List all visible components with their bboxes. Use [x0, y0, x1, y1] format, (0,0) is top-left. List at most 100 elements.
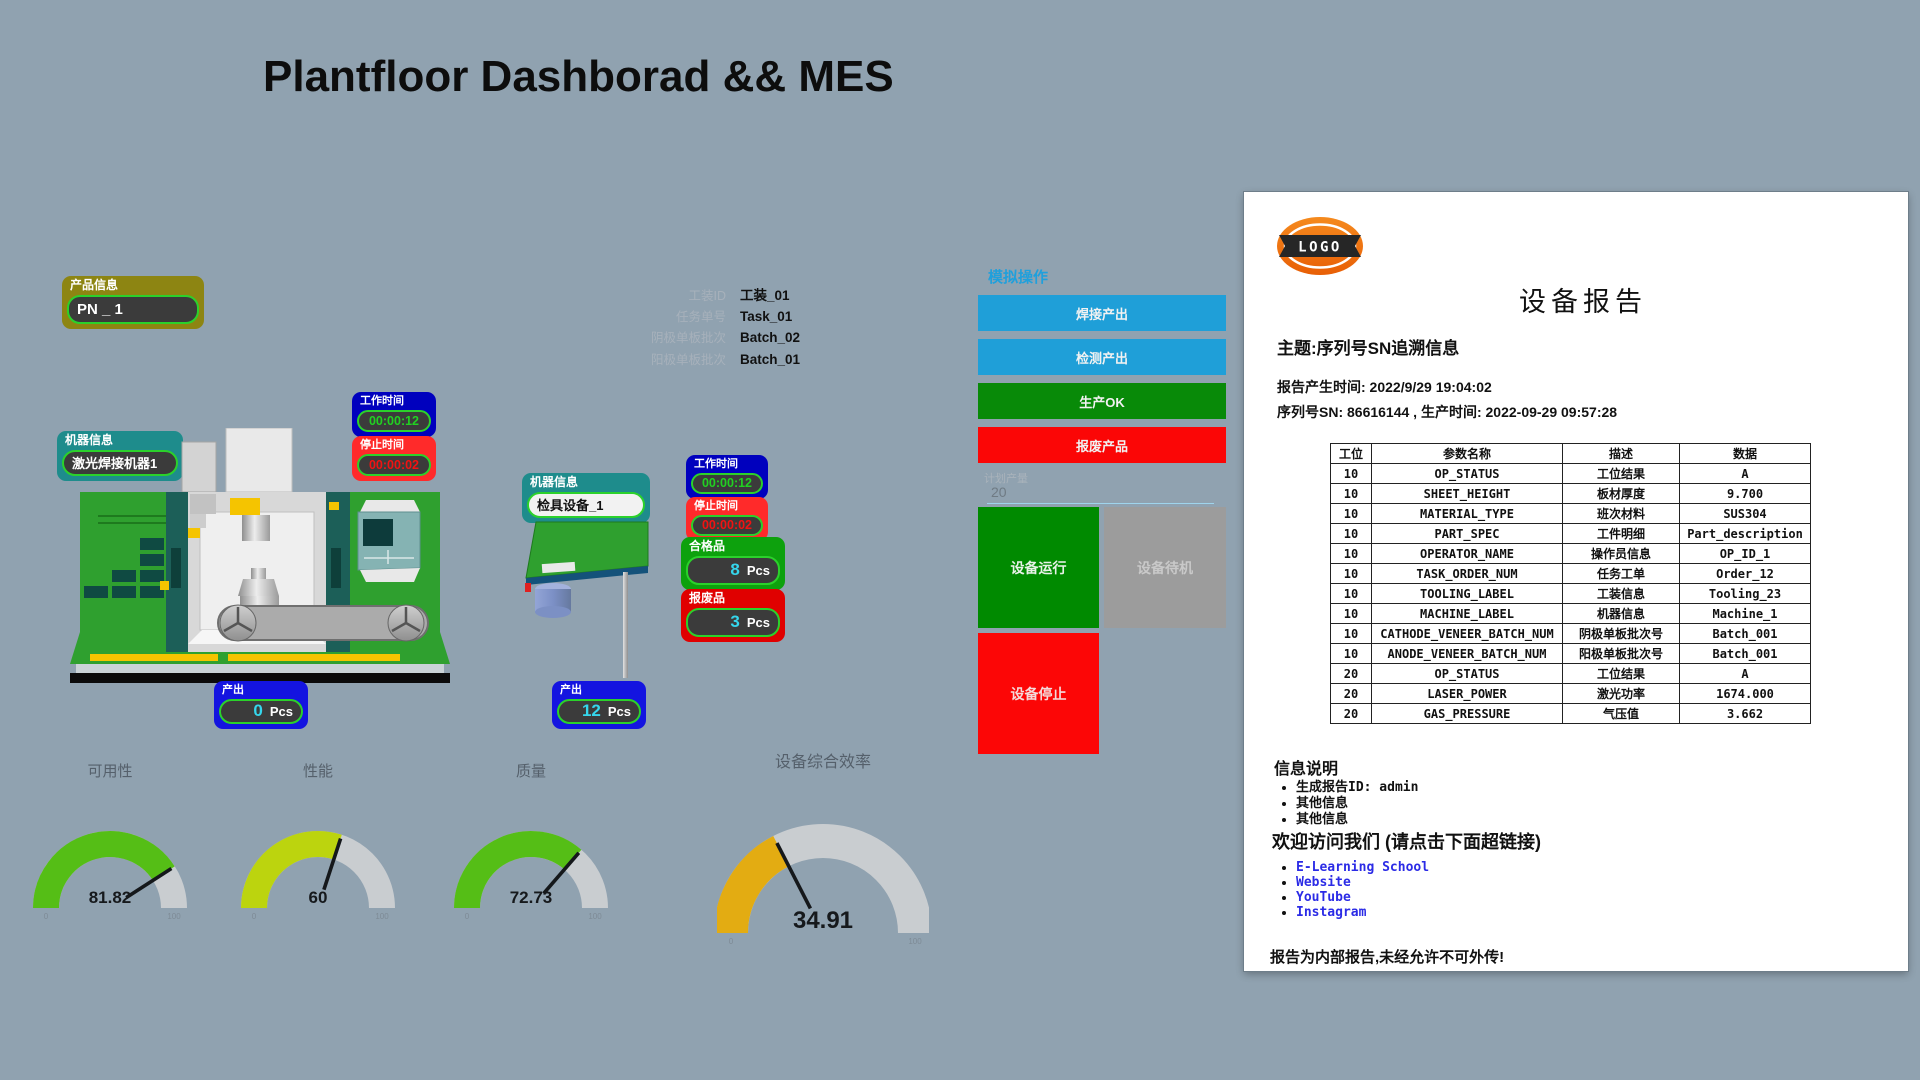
- report-table-cell: Order_12: [1679, 563, 1811, 584]
- report-table-cell: Tooling_23: [1679, 583, 1811, 604]
- machine2-info-label: 机器信息: [530, 475, 579, 489]
- report-table-cell: Batch_001: [1679, 643, 1811, 664]
- plan-quantity-underline: [987, 503, 1214, 504]
- machine2-output-number: 12: [581, 701, 601, 721]
- plan-quantity-label: 计划产量: [984, 473, 1028, 485]
- report-table-cell: 10: [1330, 563, 1372, 584]
- task-info-row-1: 工装ID 工装_01: [628, 284, 868, 306]
- report-table-cell: Batch_001: [1679, 623, 1811, 644]
- product-info-label: 产品信息: [70, 278, 119, 292]
- report-table-cell: SUS304: [1679, 503, 1811, 524]
- report-table-cell: ANODE_VENEER_BATCH_NUM: [1371, 643, 1563, 664]
- report-table-cell: OP_STATUS: [1371, 663, 1563, 684]
- svg-text:0: 0: [465, 912, 470, 921]
- machine2-work-time-box: 工作时间 00:00:12: [686, 455, 768, 499]
- report-table-cell: 工装信息: [1562, 583, 1680, 604]
- hyperlink-e-learning-school[interactable]: E-Learning School: [1296, 860, 1430, 875]
- sim-buttons: 焊接产出检测产出生产OK 报废产品: [978, 295, 1226, 463]
- report-table-cell: 10: [1330, 543, 1372, 564]
- report-table-cell: 20: [1330, 663, 1372, 684]
- notes-title: 信息说明: [1274, 761, 1339, 778]
- scrap-parts-label: 报废品: [689, 591, 726, 605]
- report-table-cell: TOOLING_LABEL: [1371, 583, 1563, 604]
- machine2-work-time-label: 工作时间: [694, 458, 738, 470]
- logo-icon: LOGO: [1276, 216, 1364, 281]
- machine1-output-value: 0 Pcs: [219, 698, 303, 724]
- svg-text:60: 60: [309, 888, 328, 907]
- sim-button-2[interactable]: 检测产出: [978, 339, 1226, 375]
- links-list: E-Learning SchoolWebsiteYouTubeInstagram: [1274, 860, 1429, 920]
- report-table-cell: GAS_PRESSURE: [1371, 703, 1563, 724]
- note-item-1: 生成报告ID: admin: [1296, 780, 1418, 796]
- good-parts-number: 8: [730, 560, 740, 580]
- machine1-info-label: 机器信息: [65, 433, 114, 447]
- report-table-cell: 10: [1330, 603, 1372, 624]
- scrap-parts-value: 3 Pcs: [686, 607, 780, 637]
- report-table-cell: 1674.000: [1679, 683, 1811, 704]
- link-item-2: Website: [1296, 875, 1429, 890]
- report-table-cell: 10: [1330, 583, 1372, 604]
- machine2-stop-time-label: 停止时间: [694, 500, 738, 512]
- gauge-label: 设备综合效率: [774, 754, 871, 771]
- machine1-work-time-value: 00:00:12: [357, 409, 431, 432]
- machine2-work-time-value: 00:00:12: [691, 472, 763, 494]
- task-info-value: 工装_01: [740, 288, 790, 303]
- sim-button-3[interactable]: 生产OK: [978, 383, 1226, 419]
- report-table-cell: 板材厚度: [1562, 483, 1680, 504]
- plan-quantity-value: 20: [991, 484, 1007, 500]
- report-table-cell: 20: [1330, 683, 1372, 704]
- sim-button-1[interactable]: 焊接产出: [978, 295, 1226, 331]
- machine1-graphic: [70, 427, 450, 690]
- report-table-header: 描述: [1562, 443, 1680, 464]
- scrap-parts-unit: Pcs: [746, 614, 770, 630]
- status-block-2[interactable]: 设备待机: [1104, 507, 1226, 628]
- report-table-cell: TASK_ORDER_NUM: [1371, 563, 1563, 584]
- status-block-3[interactable]: 设备停止: [978, 633, 1099, 754]
- sim-button-4[interactable]: 报废产品: [978, 427, 1226, 463]
- page-title: Plantfloor Dashborad && MES: [263, 52, 894, 101]
- report-table-cell: 10: [1330, 503, 1372, 524]
- task-info-label: 任务单号: [675, 309, 726, 324]
- hyperlink-instagram[interactable]: Instagram: [1296, 905, 1367, 920]
- note-item-2: 其他信息: [1296, 796, 1418, 812]
- report-table-cell: CATHODE_VENEER_BATCH_NUM: [1371, 623, 1563, 644]
- link-item-1: E-Learning School: [1296, 860, 1429, 875]
- scrap-parts-box: 报废品 3 Pcs: [681, 589, 785, 642]
- report-table-cell: 阴极单板批次号: [1562, 623, 1680, 644]
- machine2-graphic: [520, 516, 655, 682]
- report-table-cell: OPERATOR_NAME: [1371, 543, 1563, 564]
- status-block-1[interactable]: 设备运行: [978, 507, 1099, 628]
- hyperlink-youtube[interactable]: YouTube: [1296, 890, 1351, 905]
- svg-text:81.82: 81.82: [89, 888, 132, 907]
- visit-title: 欢迎访问我们 (请点击下面超链接): [1272, 832, 1541, 852]
- report-table-cell: 10: [1330, 623, 1372, 644]
- report-table-cell: MACHINE_LABEL: [1371, 603, 1563, 624]
- scrap-parts-number: 3: [730, 612, 740, 632]
- hyperlink-website[interactable]: Website: [1296, 875, 1351, 890]
- svg-text:34.91: 34.91: [793, 907, 853, 934]
- task-info-label: 工装ID: [688, 289, 726, 303]
- good-parts-unit: Pcs: [746, 562, 770, 578]
- svg-text:0: 0: [252, 912, 257, 921]
- report-table-cell: LASER_POWER: [1371, 683, 1563, 704]
- task-info-value: Batch_01: [740, 351, 801, 367]
- report-table-cell: A: [1679, 463, 1811, 484]
- report-table-cell: PART_SPEC: [1371, 523, 1563, 544]
- status-blocks: 设备运行设备待机设备停止: [978, 507, 1226, 754]
- report-table-cell: 10: [1330, 643, 1372, 664]
